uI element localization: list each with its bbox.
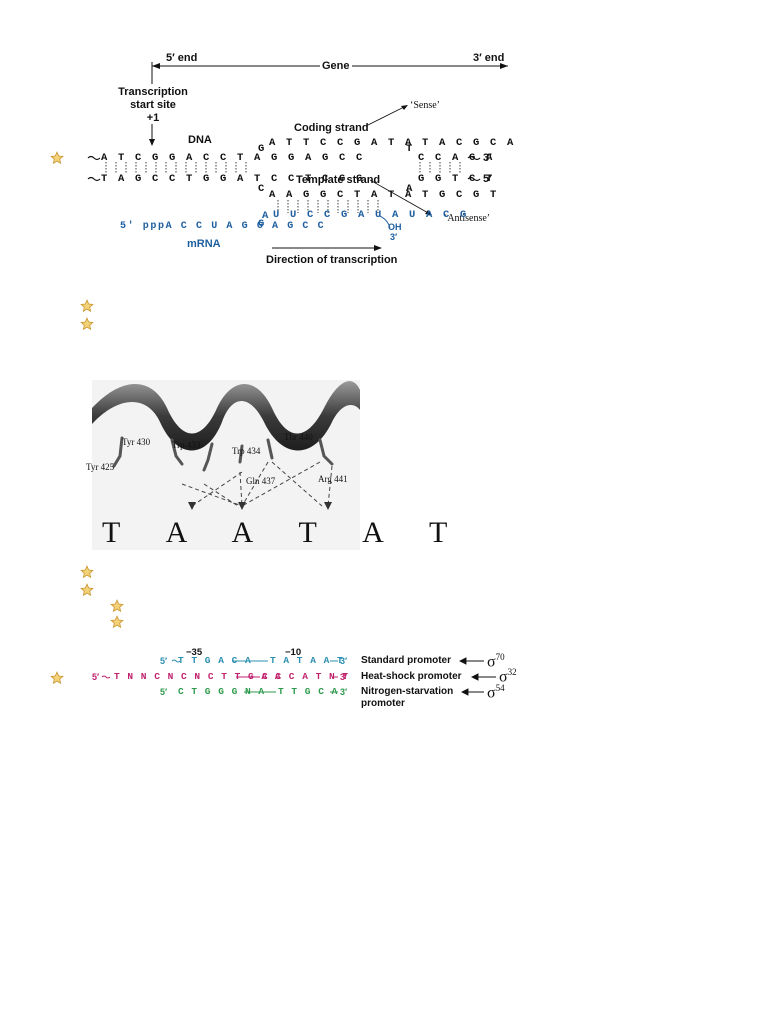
coding-right-sequence: C C A G A (418, 152, 495, 164)
template-right-sequence: G G T C T (418, 173, 495, 185)
template-bubble-sequence: A A G G C T A T A T G C G T (269, 189, 499, 201)
sigma70-label: σ70 (487, 652, 505, 671)
minus10-label: −10 (285, 647, 302, 658)
standard-promoter-3p: 3′ (340, 656, 348, 666)
residue-arg441: Arg 441 (318, 474, 348, 484)
sigma54-sup: 54 (495, 683, 505, 693)
bubble-c-bottom: C (258, 183, 267, 195)
tss-line1: Transcription (118, 86, 188, 98)
residue-trp434: Trp 434 (232, 446, 261, 456)
heatshock-promoter-label: Heat-shock promoter (361, 671, 462, 682)
heatshock-promoter-5p: 5′ (92, 672, 100, 682)
sigma70-sup: 70 (495, 652, 505, 662)
helix-dna-contact-figure: Tyr 425 Tyr 430 Trp 433 Trp 434 Gln 437 … (86, 380, 360, 550)
coding-left-sequence: A T C G G A C C T A G G A G C C (101, 152, 365, 164)
residue-tyr430: Tyr 430 (122, 437, 151, 447)
nitrogen-label-line2: promoter (361, 698, 405, 709)
standard-promoter-box2: T A T A A T (270, 655, 344, 666)
helix-drawing (92, 381, 360, 510)
mrna-left-sequence: 5′ pppA C C U A G G A G C C (120, 221, 326, 232)
mrna-bubble-sequence: U U C C G A U A U A C G (273, 209, 469, 221)
mrna-g: G (258, 218, 267, 230)
sigma32-label: σ32 (499, 667, 517, 686)
heatshock-promoter-box1: T N N C N C N C T T G A A (114, 671, 282, 682)
coding-three-prime: 3′ (483, 152, 492, 164)
bubble-a-bottom: A (406, 183, 415, 195)
nitrogen-promoter-5p: 5′ (160, 687, 168, 697)
nitrogen-promoter-label: Nitrogen-starvation promoter (361, 686, 453, 710)
bubble-g-top: G (258, 143, 267, 155)
residue-trp433: Trp 433 (172, 440, 201, 450)
direction-label: Direction of transcription (266, 254, 398, 266)
nitrogen-promoter-box1: C T G G G N A (178, 686, 266, 697)
coding-bubble-sequence: A T T C C G A T A T A C G C A (269, 137, 516, 149)
sense-label: ‘Sense’ (410, 100, 440, 111)
coding-strand-label: Coding strand (294, 122, 369, 134)
mrna-a: A (262, 210, 271, 222)
template-strand-label: Template strand (296, 174, 381, 186)
standard-promoter-label: Standard promoter (361, 655, 452, 666)
sigma32-sup: 32 (507, 667, 517, 677)
dna-label: DNA (188, 134, 212, 146)
residue-tyr425: Tyr 425 (86, 462, 115, 472)
mrna-three-prime: 3′ (390, 232, 398, 242)
sigma-symbol: σ (487, 653, 496, 671)
nitrogen-promoter-3p: 3′ (340, 687, 348, 697)
sigma-symbol: σ (487, 684, 496, 702)
mrna-oh: OH (388, 222, 402, 232)
nitrogen-label-line1: Nitrogen-starvation (361, 686, 454, 697)
sigma-symbol: σ (499, 668, 508, 686)
plus-one-label: +1 (146, 112, 160, 124)
template-five-prime: 5′ (483, 173, 492, 185)
standard-promoter-5p: 5′ (160, 656, 168, 666)
gene-label: Gene (322, 60, 350, 72)
heatshock-promoter-box2: C C C A T N T (262, 671, 350, 682)
three-prime-end-label: 3′ end (473, 52, 505, 64)
mrna-label: mRNA (187, 238, 221, 250)
tss-line2: start site (130, 99, 176, 111)
residue-thr440: Thr 440 (284, 432, 313, 442)
residue-gln437: Gln 437 (246, 476, 276, 486)
bubble-t-top: T (406, 143, 415, 155)
nitrogen-promoter-box2: T T G C A (278, 686, 339, 697)
heatshock-promoter-3p: 3′ (340, 672, 348, 682)
five-prime-end-label: 5′ end (166, 52, 198, 64)
template-left-sequence: T A G C C T G G A T C C T C G G (101, 173, 365, 185)
minus35-label: −35 (186, 647, 203, 658)
standard-promoter-box1: T T G A C A (178, 655, 252, 666)
tss-label: Transcription start site +1 (118, 86, 188, 125)
dna-bases-sequence: T A A T A T (102, 516, 468, 549)
antisense-label: ‘Antisense’ (444, 213, 491, 224)
sigma54-label: σ54 (487, 683, 505, 702)
transcription-lines (87, 62, 508, 251)
